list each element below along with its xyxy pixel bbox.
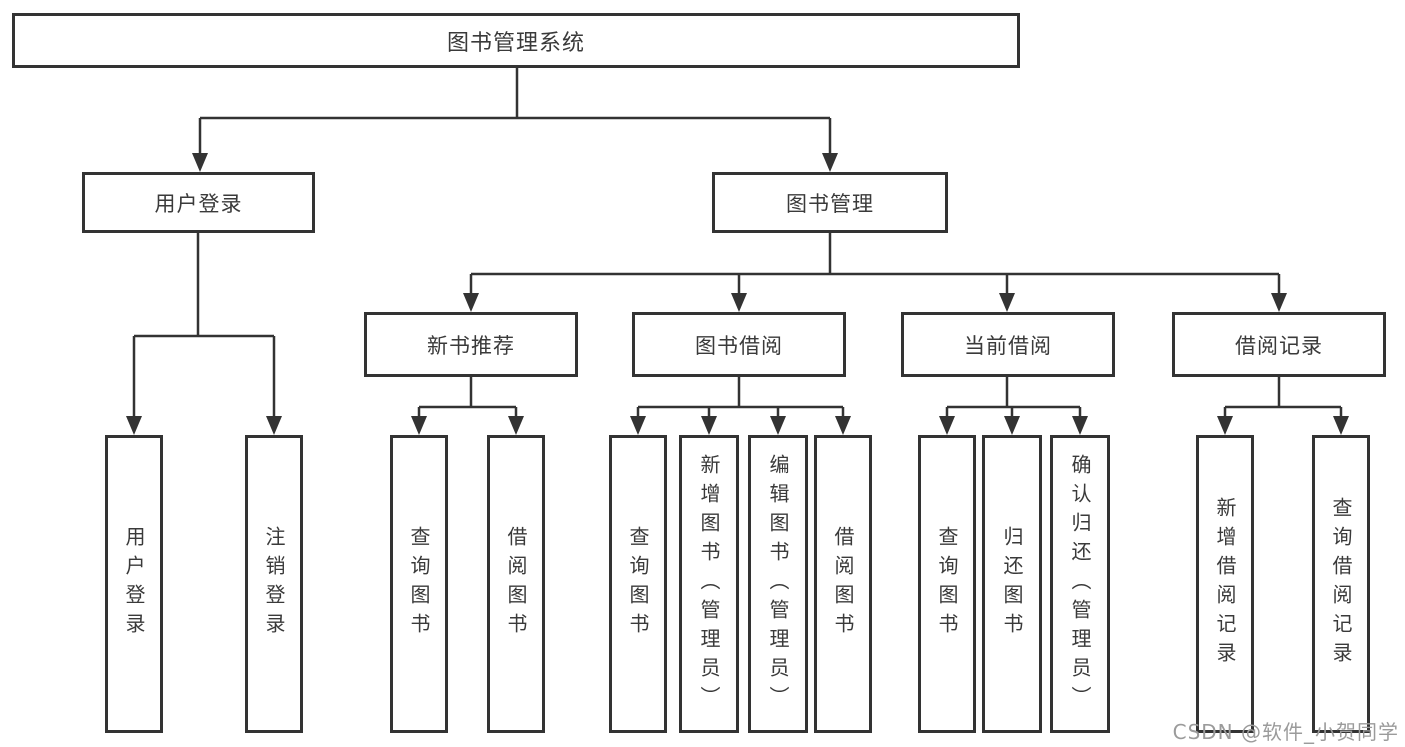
leaf-user-login: 用户登录	[105, 435, 163, 733]
csdn-watermark: CSDN @软件_小贺同学	[1172, 720, 1399, 744]
node-new-book-recommend: 新书推荐	[364, 312, 578, 377]
leaf-return-books: 归还图书	[982, 435, 1042, 733]
node-user-login: 用户登录	[82, 172, 315, 233]
leaf-borrow-books: 借阅图书	[814, 435, 872, 733]
leaf-query-books-recommend: 查询图书	[390, 435, 448, 733]
node-book-management: 图书管理	[712, 172, 948, 233]
tree-edges	[132, 68, 1343, 417]
leaf-query-books-current: 查询图书	[918, 435, 976, 733]
leaf-query-books-borrowing: 查询图书	[609, 435, 667, 733]
node-book-borrowing: 图书借阅	[632, 312, 846, 377]
arrowheads	[126, 153, 1349, 435]
node-current-borrowing: 当前借阅	[901, 312, 1115, 377]
node-borrow-records: 借阅记录	[1172, 312, 1386, 377]
leaf-add-borrow-record: 新增借阅记录	[1196, 435, 1254, 733]
leaf-confirm-return-admin: 确认归还（管理员）	[1050, 435, 1110, 733]
leaf-add-books-admin: 新增图书（管理员）	[679, 435, 739, 733]
leaf-query-borrow-record: 查询借阅记录	[1312, 435, 1370, 733]
leaf-borrow-books-recommend: 借阅图书	[487, 435, 545, 733]
node-library-management-system: 图书管理系统	[12, 13, 1020, 68]
leaf-logout: 注销登录	[245, 435, 303, 733]
leaf-edit-books-admin: 编辑图书（管理员）	[748, 435, 808, 733]
